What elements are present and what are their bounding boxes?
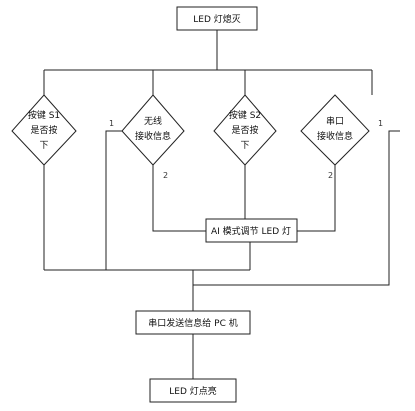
end-label: LED 灯点亮 xyxy=(169,385,217,397)
decision-s1-line2: 是否按 xyxy=(30,124,57,136)
decision-s1-line1: 按键 S1 xyxy=(28,109,60,121)
start-node: LED 灯熄灭 xyxy=(176,6,258,31)
start-label: LED 灯熄灭 xyxy=(193,13,241,25)
decision-s2-line1: 按键 S2 xyxy=(229,109,261,121)
decision-s1-line3: 下 xyxy=(39,141,48,151)
decision-wireless-line1: 无线 xyxy=(144,115,162,127)
decision-s2-line3: 下 xyxy=(240,141,249,151)
decision-serial-line1: 串口 xyxy=(326,116,344,127)
decision-s1: 按键 S1 是否按 下 xyxy=(11,94,77,166)
ai-mode-node: AI 模式调节 LED 灯 xyxy=(205,218,298,243)
connectors xyxy=(43,30,400,379)
decision-s2: 按键 S2 是否按 下 xyxy=(213,94,277,166)
send-node: 串口发送信息给 PC 机 xyxy=(135,310,251,335)
branch-label-d2-2: 2 xyxy=(163,171,168,180)
decision-s2-line2: 是否按 xyxy=(231,124,258,136)
send-label: 串口发送信息给 PC 机 xyxy=(148,317,237,329)
end-node: LED 灯点亮 xyxy=(149,378,237,403)
line-d4-branch1 xyxy=(193,130,400,286)
decision-serial: 串口 接收信息 xyxy=(300,94,370,166)
line-d4-branch2 xyxy=(297,165,336,232)
line-d2-branch2 xyxy=(152,165,206,232)
branch-label-d4-1: 1 xyxy=(378,119,383,128)
branch-label-d2-1: 1 xyxy=(109,119,114,128)
branch-label-d4-2: 2 xyxy=(328,171,333,180)
ai-mode-label: AI 模式调节 LED 灯 xyxy=(211,225,291,237)
line-d2-branch1 xyxy=(105,130,122,270)
decision-wireless-line2: 接收信息 xyxy=(135,130,171,142)
decision-wireless: 无线 接收信息 xyxy=(121,94,185,166)
decision-serial-line2: 接收信息 xyxy=(317,130,353,142)
